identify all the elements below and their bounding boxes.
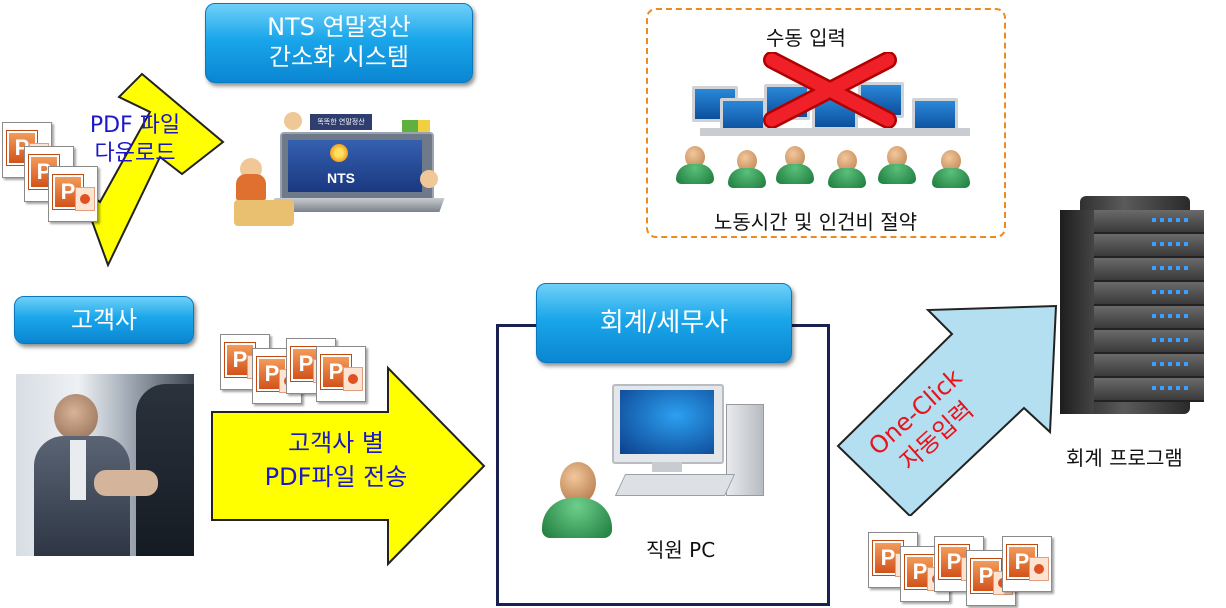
worker-icon: [776, 146, 814, 186]
red-x-icon: [763, 52, 897, 128]
one-click-arrow: [836, 304, 1058, 516]
handshake-photo: [16, 374, 194, 556]
desktop-pc-icon: [612, 384, 764, 502]
nts-flower-icon: [330, 144, 348, 162]
download-label-line2: 다운로드: [94, 141, 176, 166]
accounting-firm-label: 회계/세무사: [599, 308, 729, 338]
manual-input-title: 수동 입력: [766, 26, 846, 50]
download-label: PDF 파일 다운로드: [80, 112, 190, 168]
download-arrow: [77, 72, 225, 268]
person-figure-icon: [284, 112, 302, 130]
manual-input-box: [646, 8, 1006, 238]
nts-system-title-line1: NTS 연말정산: [267, 13, 411, 41]
pdf-file-icon: P: [1002, 536, 1052, 592]
pdf-file-icon: P: [316, 346, 366, 402]
download-label-line1: PDF 파일: [89, 113, 181, 138]
nts-system-title-line2: 간소화 시스템: [268, 43, 410, 71]
worker-icon: [932, 150, 970, 190]
nts-banner: 똑똑한 연말정산: [310, 114, 372, 130]
worker-icon: [728, 150, 766, 190]
pdf-file-icon: P: [48, 166, 98, 222]
transfer-label-line1: 고객사 별: [288, 429, 384, 457]
accounting-program-label: 회계 프로그램: [1066, 446, 1183, 470]
transfer-label: 고객사 별 PDF파일 전송: [216, 426, 456, 494]
worker-icon: [828, 150, 866, 190]
worker-icon: [676, 146, 714, 186]
labor-saving-caption: 노동시간 및 인건비 절약: [714, 210, 918, 234]
customer-box: 고객사: [14, 296, 194, 344]
transfer-arrow: [211, 365, 486, 567]
nts-logo-text: NTS: [327, 170, 355, 186]
server-rack-icon: [1060, 196, 1208, 418]
nts-system-box: NTS 연말정산 간소화 시스템: [205, 3, 473, 83]
employee-icon: [542, 462, 612, 538]
person-figure-icon: [420, 170, 438, 188]
nts-laptop-illustration: 똑똑한 연말정산 NTS: [232, 110, 450, 230]
accounting-firm-box: 회계/세무사: [536, 283, 792, 363]
employee-pc-label: 직원 PC: [646, 538, 716, 562]
worker-icon: [878, 146, 916, 186]
transfer-label-line2: PDF파일 전송: [264, 463, 408, 491]
customer-label: 고객사: [70, 306, 138, 334]
